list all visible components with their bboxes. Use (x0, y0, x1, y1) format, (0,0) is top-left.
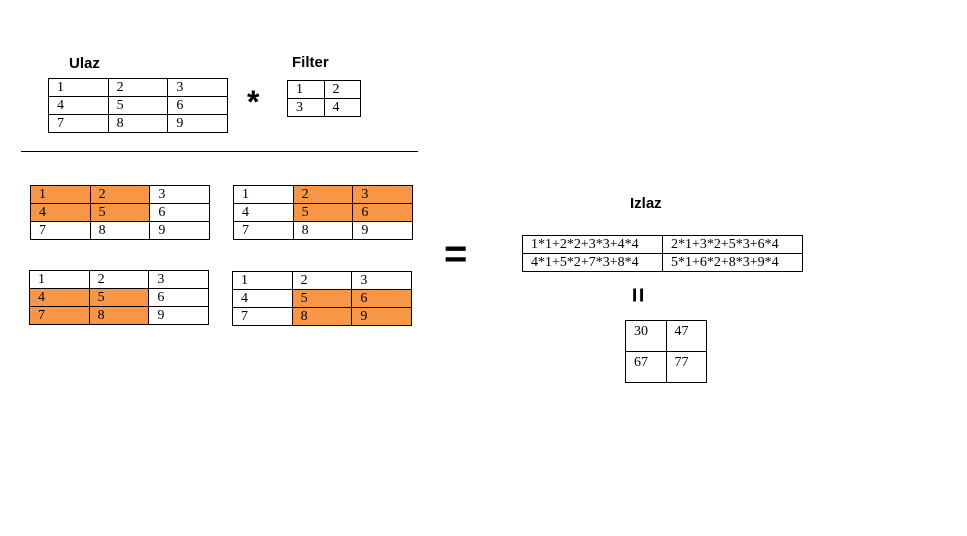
matrix-cell: 4 (29, 288, 90, 307)
matrix-cell: 8 (89, 221, 151, 240)
matrix-cell: 3 (149, 185, 210, 204)
matrix-cell: 6 (149, 203, 210, 222)
matrix-cell: 4 (323, 98, 361, 117)
matrix-cell: 30 (625, 320, 667, 352)
matrix-cell: 7 (232, 307, 293, 326)
matrix-cell: 1 (287, 80, 325, 99)
matrix-cell: 7 (29, 306, 90, 325)
matrix-cell: 9 (167, 114, 228, 133)
input-label: Ulaz (69, 55, 100, 72)
matrix-cell: 2 (291, 271, 353, 290)
matrix-cell: 6 (148, 288, 209, 307)
convolution-operator: * (247, 84, 260, 120)
matrix-cell: 3 (351, 271, 412, 290)
matrix-cell: 67 (625, 351, 667, 383)
matrix-cell: 9 (351, 307, 412, 326)
matrix-cell: 8 (107, 114, 169, 133)
matrix-cell: 1 (232, 271, 293, 290)
matrix-cell: 1 (29, 270, 90, 289)
matrix-cell: 1*1+2*2+3*3+4*4 (522, 235, 663, 254)
matrix-cell: 5*1+6*2+8*3+9*4 (662, 253, 803, 272)
filter-label: Filter (292, 54, 329, 71)
divider-line (21, 151, 418, 152)
matrix-cell: 2 (323, 80, 361, 99)
matrix-cell: 77 (665, 351, 707, 383)
matrix-cell: 8 (88, 306, 150, 325)
matrix-cell: 4 (232, 289, 293, 308)
matrix-cell: 2 (89, 185, 151, 204)
matrix-cell: 3 (167, 78, 228, 97)
matrix-cell: 6 (352, 203, 413, 222)
matrix-cell: 6 (167, 96, 228, 115)
matrix-cell: 1 (233, 185, 294, 204)
equals-sign: = (444, 232, 468, 276)
matrix-cell: 2 (107, 78, 169, 97)
matrix-cell: 9 (149, 221, 210, 240)
matrix-cell: 3 (287, 98, 325, 117)
matrix-cell: 2*1+3*2+5*3+6*4 (662, 235, 803, 254)
matrix-cell: 5 (292, 203, 354, 222)
equals-sign-vertical: = (623, 287, 654, 303)
matrix-cell: 4 (233, 203, 294, 222)
matrix-cell: 4 (48, 96, 109, 115)
matrix-cell: 5 (107, 96, 169, 115)
matrix-cell: 8 (291, 307, 353, 326)
matrix-cell: 7 (233, 221, 294, 240)
matrix-cell: 6 (351, 289, 412, 308)
matrix-cell: 8 (292, 221, 354, 240)
matrix-cell: 3 (148, 270, 209, 289)
matrix-cell: 7 (30, 221, 91, 240)
matrix-cell: 9 (352, 221, 413, 240)
matrix-cell: 2 (88, 270, 150, 289)
matrix-cell: 4 (30, 203, 91, 222)
output-label: Izlaz (630, 195, 662, 212)
matrix-cell: 2 (292, 185, 354, 204)
matrix-cell: 47 (665, 320, 707, 352)
matrix-cell: 1 (48, 78, 109, 97)
matrix-cell: 5 (88, 288, 150, 307)
matrix-cell: 1 (30, 185, 91, 204)
matrix-cell: 4*1+5*2+7*3+8*4 (522, 253, 663, 272)
matrix-cell: 9 (148, 306, 209, 325)
matrix-cell: 3 (352, 185, 413, 204)
matrix-cell: 5 (89, 203, 151, 222)
matrix-cell: 5 (291, 289, 353, 308)
matrix-cell: 7 (48, 114, 109, 133)
